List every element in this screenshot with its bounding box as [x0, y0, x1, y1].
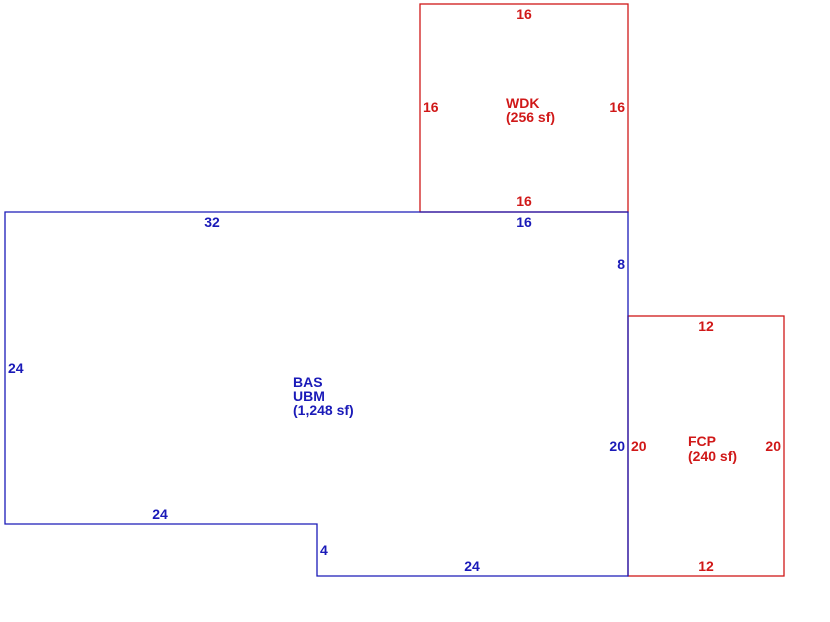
bas-dim-left: 24	[8, 360, 24, 376]
bas-code-label: BAS	[293, 374, 323, 390]
fcp-dim-left: 20	[631, 438, 647, 454]
wdk-dim-top: 16	[516, 6, 532, 22]
bas-dim-bottom-right: 24	[464, 558, 480, 574]
wdk-dim-right: 16	[609, 99, 625, 115]
fcp-dim-top: 12	[698, 318, 714, 334]
bas-dim-top-right: 16	[516, 214, 532, 230]
fcp-dim-right: 20	[765, 438, 781, 454]
wdk-area-label: (256 sf)	[506, 109, 555, 125]
bas-dim-step: 4	[320, 542, 328, 558]
bas-dim-top-left: 32	[204, 214, 220, 230]
fcp-dim-bottom: 12	[698, 558, 714, 574]
bas-dim-right-upper: 8	[617, 256, 625, 272]
wdk-dim-bottom: 16	[516, 193, 532, 209]
bas-subcode-label: UBM	[293, 388, 325, 404]
wdk-code-label: WDK	[506, 95, 539, 111]
bas-dim-right-lower: 20	[609, 438, 625, 454]
bas-outline	[4, 211, 629, 577]
bas-dim-bottom-left: 24	[152, 506, 168, 522]
fcp-area-label: (240 sf)	[688, 448, 737, 464]
wdk-dim-left: 16	[423, 99, 439, 115]
bas-area-label: (1,248 sf)	[293, 402, 354, 418]
fcp-code-label: FCP	[688, 433, 716, 449]
